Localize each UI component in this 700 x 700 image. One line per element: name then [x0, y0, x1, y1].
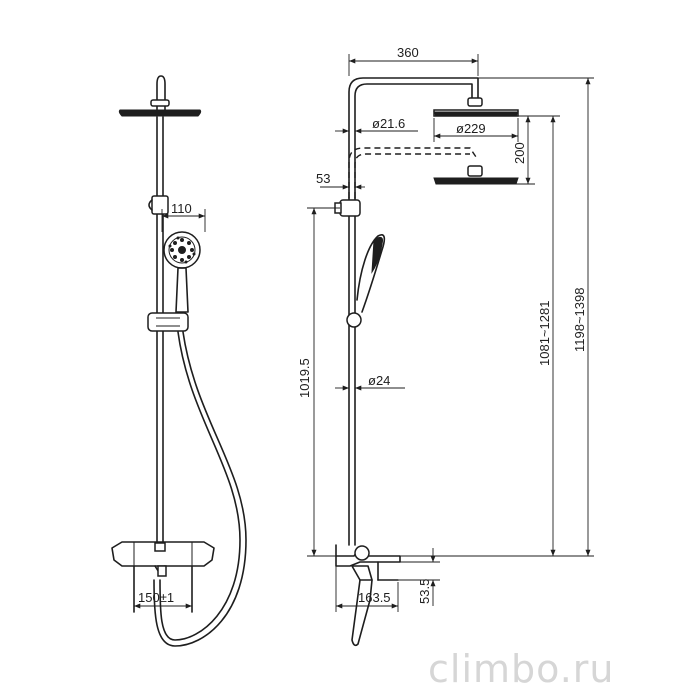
front-hose-outer [159, 331, 241, 641]
dim-21-6-label: ø21.6 [372, 116, 405, 131]
front-upper-clamp [151, 195, 169, 215]
dim-360-label: 360 [397, 45, 419, 60]
dim-1081-1281-label: 1081~1281 [537, 301, 552, 366]
front-hand-shower-handle [175, 267, 189, 313]
side-upper-arm-inner [354, 83, 473, 199]
side-slider-holder [346, 312, 362, 328]
dim-200-label: 200 [512, 142, 527, 164]
dim-53-5-label: 53.5 [417, 579, 432, 604]
side-wall-bracket [339, 199, 361, 217]
dim-1019-5-label: 1019.5 [297, 358, 312, 398]
side-spout-joint [351, 565, 373, 581]
dim-53-label: 53 [316, 171, 330, 186]
dim-150-label: 150±1 [138, 590, 174, 605]
side-view: 360 ø21.6 ø229 200 53 1019.5 ø24 10 [297, 45, 594, 647]
front-head-shower [118, 109, 202, 117]
dim-1198-1398-label: 1198~1398 [572, 288, 587, 352]
front-view: 110 150±1 [111, 75, 247, 647]
side-mixer-knob [354, 545, 370, 561]
front-hand-shower-nozzles [168, 236, 196, 264]
dim-110-label: 110 [171, 201, 192, 216]
dim-163-5-label: 163.5 [358, 590, 391, 605]
front-outlet [157, 565, 167, 577]
side-upper-head-connector [467, 97, 483, 107]
side-spout [351, 579, 373, 647]
side-lower-head-shower [433, 177, 519, 185]
front-head-connector [150, 99, 170, 107]
front-hose-inner [153, 331, 247, 647]
side-upper-arm-outer [348, 77, 479, 199]
front-slider-holder [147, 312, 189, 332]
side-hand-shower [356, 234, 386, 313]
front-clamp-knob [148, 199, 153, 211]
side-lower-head-connector [467, 165, 483, 177]
side-lower-arm-dashed [348, 147, 479, 198]
watermark-text: climbo.ru [428, 647, 615, 691]
front-mixer-body [111, 541, 215, 567]
dim-24-label: ø24 [368, 373, 390, 388]
dim-229-label: ø229 [456, 121, 486, 136]
front-riser-connector [154, 542, 166, 552]
front-head-arm [156, 75, 166, 111]
